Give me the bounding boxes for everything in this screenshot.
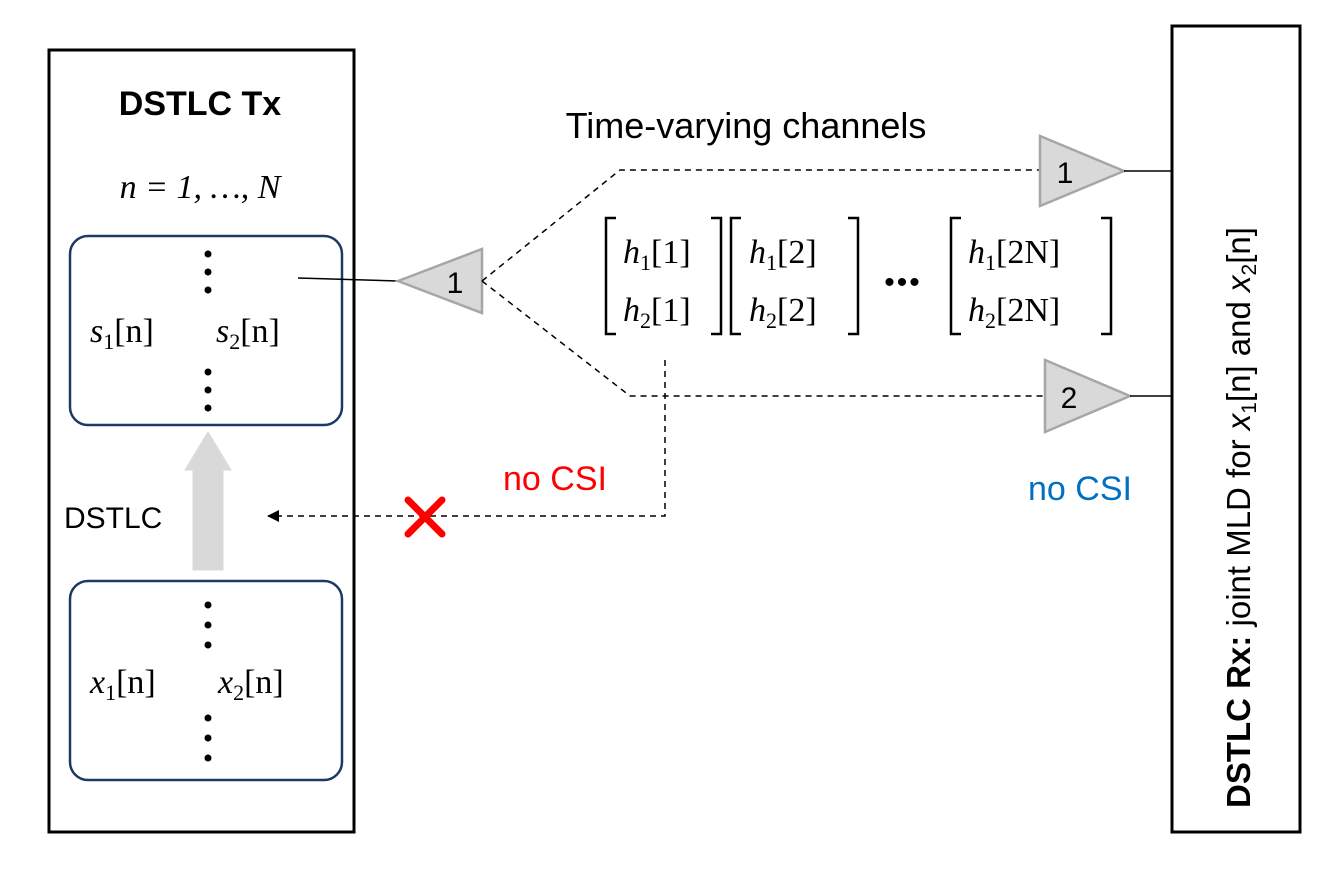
channel-path-upper [481, 169, 1040, 282]
rx-title: DSTLC Rx: joint MLD for x1[n] and x2[n] [1220, 227, 1261, 808]
tx-antenna-label: 1 [447, 267, 464, 300]
codeword-box [68, 234, 344, 427]
svg-text:h1[2N]: h1[2N] [968, 234, 1060, 275]
x2-symbol: x2[n] [217, 664, 284, 705]
rx-amplifier-1-label: 1 [1057, 157, 1074, 190]
vertical-dots-upper [204, 250, 212, 412]
channel-label: Time-varying channels [566, 105, 927, 146]
tx-antenna-triangle [394, 247, 484, 315]
matrix-ellipsis: ••• [884, 266, 922, 299]
dstlc-label: DSTLC [64, 502, 162, 535]
rx-title-group: DSTLC Rx: joint MLD for x1[n] and x2[n] [1220, 227, 1261, 808]
svg-text:h1[1]: h1[1] [623, 234, 691, 275]
channel-matrix-1: h1[1] h2[1] [604, 216, 723, 336]
s1-symbol: s1[n] [90, 313, 154, 354]
vertical-dots-lower [204, 601, 212, 762]
feedback-path [267, 360, 666, 522]
svg-text:h1[2]: h1[2] [749, 234, 817, 275]
tx-title: DSTLC Tx [119, 85, 282, 123]
tx-feed-line [297, 277, 399, 282]
svg-text:h2[2]: h2[2] [749, 292, 817, 333]
svg-text:h2[1]: h2[1] [623, 292, 691, 333]
no-csi-rx-label: no CSI [1028, 470, 1132, 508]
rx-amplifier-1 [1038, 134, 1128, 208]
x1-symbol: x1[n] [89, 664, 156, 705]
index-range: n = 1, …, N [120, 169, 283, 206]
channel-path-lower [481, 280, 1045, 397]
channel-matrix-2n: h1[2N] h2[2N] [949, 216, 1113, 336]
svg-text:h2[2N]: h2[2N] [968, 292, 1060, 333]
blocked-x-icon [404, 496, 446, 538]
rx-outer-box [1170, 24, 1302, 834]
data-symbols-box [68, 579, 344, 782]
s2-symbol: s2[n] [216, 313, 280, 354]
rx-amplifier-2 [1043, 358, 1134, 434]
encoding-block-arrow [184, 431, 232, 571]
channel-matrix-2: h1[2] h2[2] [729, 216, 860, 336]
no-csi-tx-label: no CSI [503, 460, 607, 498]
rx-amplifier-2-label: 2 [1061, 382, 1078, 415]
